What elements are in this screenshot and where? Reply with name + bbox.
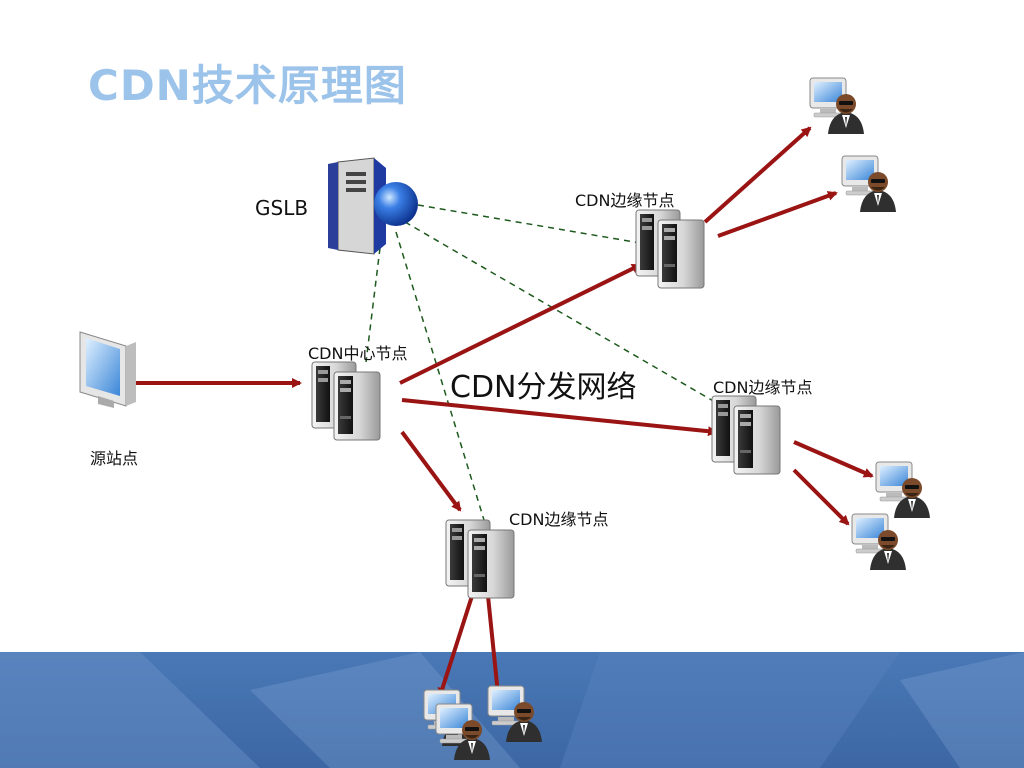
edge-right-server-icon xyxy=(711,395,781,475)
gslb-links xyxy=(365,204,716,521)
gslb-server-icon xyxy=(328,157,418,255)
edge-node-top-label: CDN边缘节点 xyxy=(575,191,675,210)
center-node-label: CDN中心节点 xyxy=(308,344,408,363)
edge-bottom-server-icon xyxy=(445,519,515,599)
edge-top-server-icon xyxy=(635,209,705,289)
arrow-center-to-edge-right xyxy=(401,398,718,437)
source-site-label: 源站点 xyxy=(90,449,139,468)
arrow-edge-right-to-user3 xyxy=(793,440,874,478)
distribution-arrows xyxy=(136,126,874,698)
gslb-to-center xyxy=(365,247,381,363)
gslb-label: GSLB xyxy=(255,196,309,220)
arrow-edge-top-to-user2 xyxy=(717,191,838,238)
gslb-to-edge-top xyxy=(417,204,641,244)
arrow-edge-top-to-user1 xyxy=(703,126,812,224)
center-node-server-icon xyxy=(311,361,381,441)
arrow-center-to-edge-bottom xyxy=(400,430,462,512)
arrow-edge-right-to-user4 xyxy=(792,468,850,526)
gslb-to-edge-right xyxy=(404,221,716,403)
arrow-center-to-edge-top xyxy=(399,263,642,385)
source-site-monitor-icon xyxy=(79,331,136,408)
arrow-edge-bottom-to-user5 xyxy=(437,595,474,698)
arrow-edge-bottom-to-user6 xyxy=(486,595,503,696)
user-computer-icon xyxy=(851,513,907,571)
network-label: CDN分发网络 xyxy=(450,370,637,405)
page-title: CDN技术原理图 xyxy=(88,61,407,110)
user-computer-icon xyxy=(809,77,865,135)
user-computer-icon xyxy=(875,461,931,519)
edge-node-right-label: CDN边缘节点 xyxy=(713,378,813,397)
edge-node-bottom-label: CDN边缘节点 xyxy=(509,510,609,529)
user-computer-icon xyxy=(841,155,897,213)
